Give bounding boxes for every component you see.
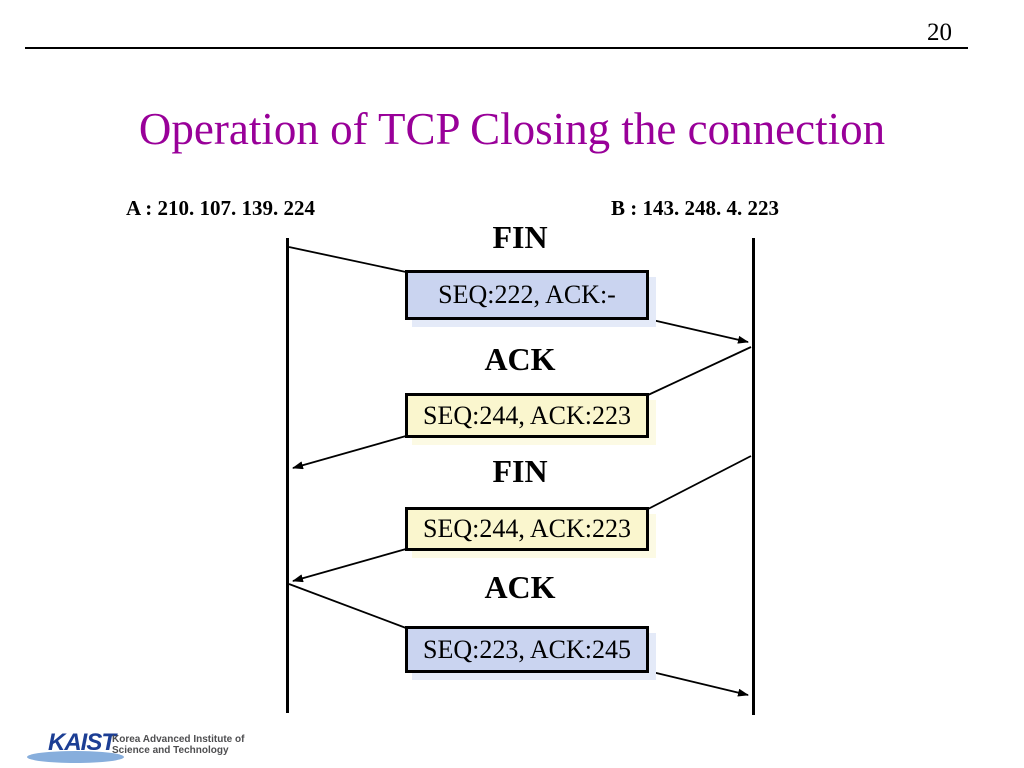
fin1-line-depart-a: [288, 246, 407, 273]
message-label-fin-2: FIN: [492, 453, 548, 489]
kaist-subtext: Korea Advanced Institute of Science and …: [112, 734, 244, 756]
ack1-line-arrive-a: [292, 435, 407, 470]
kaist-swoosh-ellipse: [27, 751, 124, 763]
host-b-label: B : 143. 248. 4. 223: [611, 196, 779, 220]
fin1-line-arrive-b: [647, 318, 749, 344]
kaist-subtext-line2: Science and Technology: [112, 745, 229, 756]
message-label-ack-1: ACK: [484, 341, 556, 377]
host-a-label: A : 210. 107. 139. 224: [126, 196, 315, 220]
page-number: 20: [927, 19, 952, 46]
message-label-ack-2: ACK: [484, 569, 556, 605]
message-label-fin-1: FIN: [492, 219, 548, 255]
ack2-line-depart-a: [288, 583, 407, 629]
fin2-line-arrive-a: [292, 548, 407, 583]
kaist-logo: KAIST Korea Advanced Institute of Scienc…: [0, 725, 330, 768]
packet-box-ack-1: SEQ:244, ACK:223: [405, 393, 649, 438]
ack1-line-depart-b: [647, 346, 752, 396]
header-divider: [25, 47, 968, 49]
packet-box-ack-2: SEQ:223, ACK:245: [405, 626, 649, 673]
packet-box-fin-2: SEQ:244, ACK:223: [405, 507, 649, 551]
kaist-subtext-line1: Korea Advanced Institute of: [112, 734, 245, 745]
kaist-wordmark: KAIST: [48, 729, 116, 756]
slide-title: Operation of TCP Closing the connection: [138, 104, 886, 154]
ack2-line-arrive-b: [647, 670, 749, 697]
fin2-line-depart-b: [647, 455, 752, 510]
packet-box-fin-1: SEQ:222, ACK:-: [405, 270, 649, 320]
